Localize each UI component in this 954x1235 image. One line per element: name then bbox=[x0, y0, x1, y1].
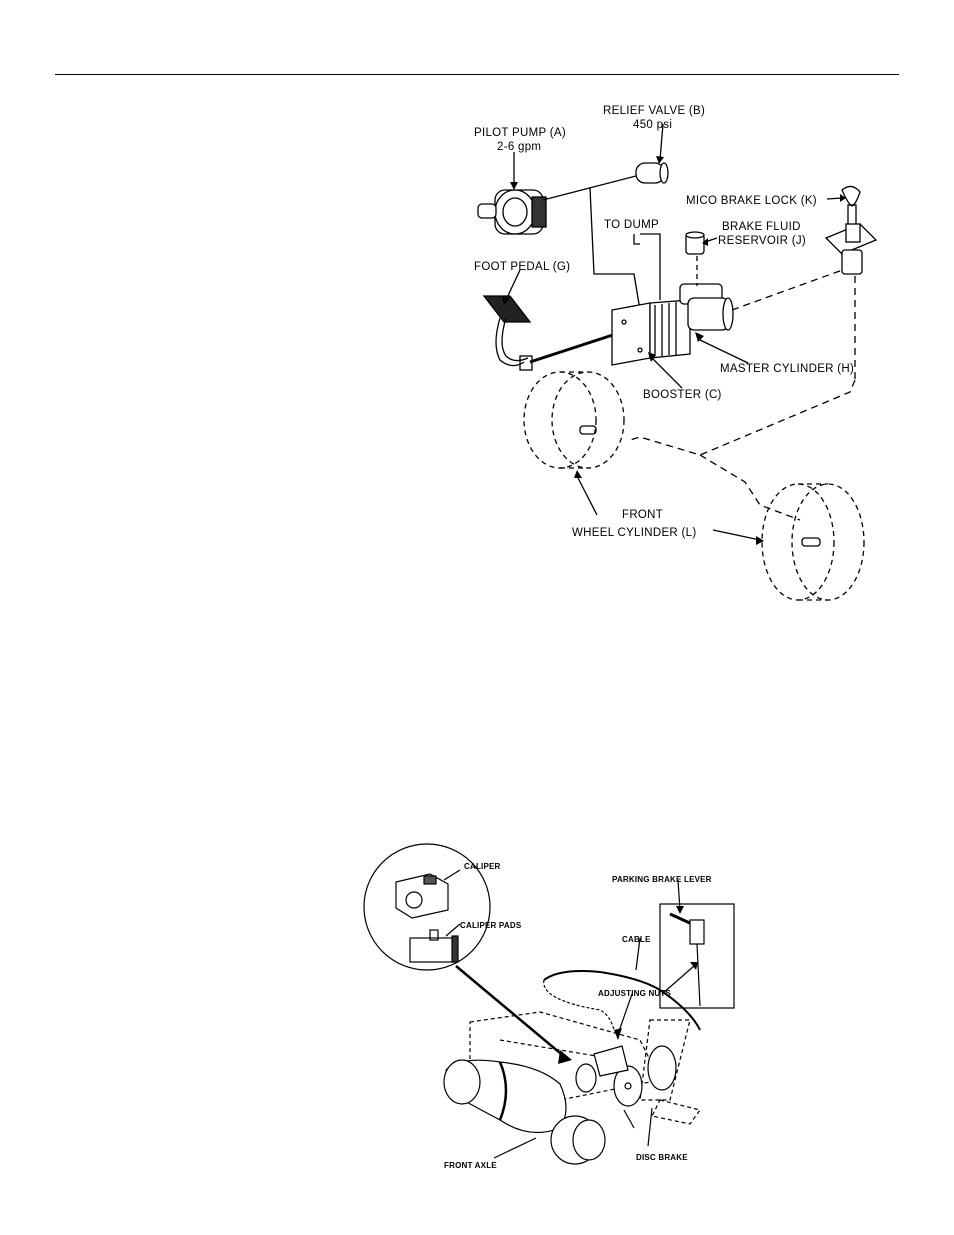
left-wheel-drawing bbox=[524, 372, 624, 468]
master-cylinder-drawing bbox=[680, 284, 733, 330]
relief-valve-psi-label: 450 psi bbox=[633, 119, 672, 131]
brake-system-diagram: RELIEF VALVE (B) 450 psi PILOT PUMP (A) … bbox=[0, 0, 954, 640]
reservoir-label: RESERVOIR (J) bbox=[718, 235, 806, 247]
pilot-pump-label: PILOT PUMP (A) bbox=[474, 127, 566, 139]
foot-pedal-drawing bbox=[484, 296, 532, 370]
brake-fluid-label: BRAKE FLUID bbox=[722, 221, 801, 233]
parking-brake-lever-label: PARKING BRAKE LEVER bbox=[612, 875, 712, 884]
pilot-pump-gpm-label: 2-6 gpm bbox=[497, 141, 541, 153]
front-label: FRONT bbox=[622, 509, 663, 521]
caliper-pads-drawing bbox=[410, 930, 458, 962]
front-axle-drawing bbox=[444, 1060, 605, 1164]
relief-valve-label: RELIEF VALVE (B) bbox=[603, 105, 705, 117]
reservoir-drawing bbox=[686, 232, 704, 254]
caliper-pads-label: CALIPER PADS bbox=[460, 921, 522, 930]
disc-brake-label: DISC BRAKE bbox=[636, 1153, 688, 1162]
brake-lock-drawing bbox=[826, 186, 876, 274]
wheel-cylinder-label: WHEEL CYLINDER (L) bbox=[572, 527, 696, 539]
booster-label: BOOSTER (C) bbox=[643, 389, 722, 401]
relief-valve-drawing bbox=[636, 163, 668, 183]
caliper-drawing bbox=[396, 874, 448, 918]
cable-drawing bbox=[544, 971, 700, 1030]
adjusting-nuts-label: ADJUSTING NUTS bbox=[598, 989, 671, 998]
front-axle-label: FRONT AXLE bbox=[444, 1161, 497, 1170]
chassis-drawing bbox=[470, 1012, 700, 1124]
right-wheel-drawing bbox=[762, 484, 864, 600]
parking-brake-lever-drawing bbox=[670, 914, 704, 1006]
parking-brake-box bbox=[660, 904, 734, 1008]
master-cylinder-label: MASTER CYLINDER (H) bbox=[720, 363, 854, 375]
disc-brake-drawing bbox=[576, 1046, 676, 1106]
pilot-pump-drawing bbox=[478, 190, 546, 234]
foot-pedal-label: FOOT PEDAL (G) bbox=[474, 261, 570, 273]
caliper-label: CALIPER bbox=[464, 862, 501, 871]
cable-label: CABLE bbox=[622, 935, 651, 944]
caliper-inset-circle bbox=[364, 844, 490, 970]
to-dump-label: TO DUMP bbox=[604, 219, 659, 231]
mico-brake-lock-label: MICO BRAKE LOCK (K) bbox=[686, 195, 817, 207]
